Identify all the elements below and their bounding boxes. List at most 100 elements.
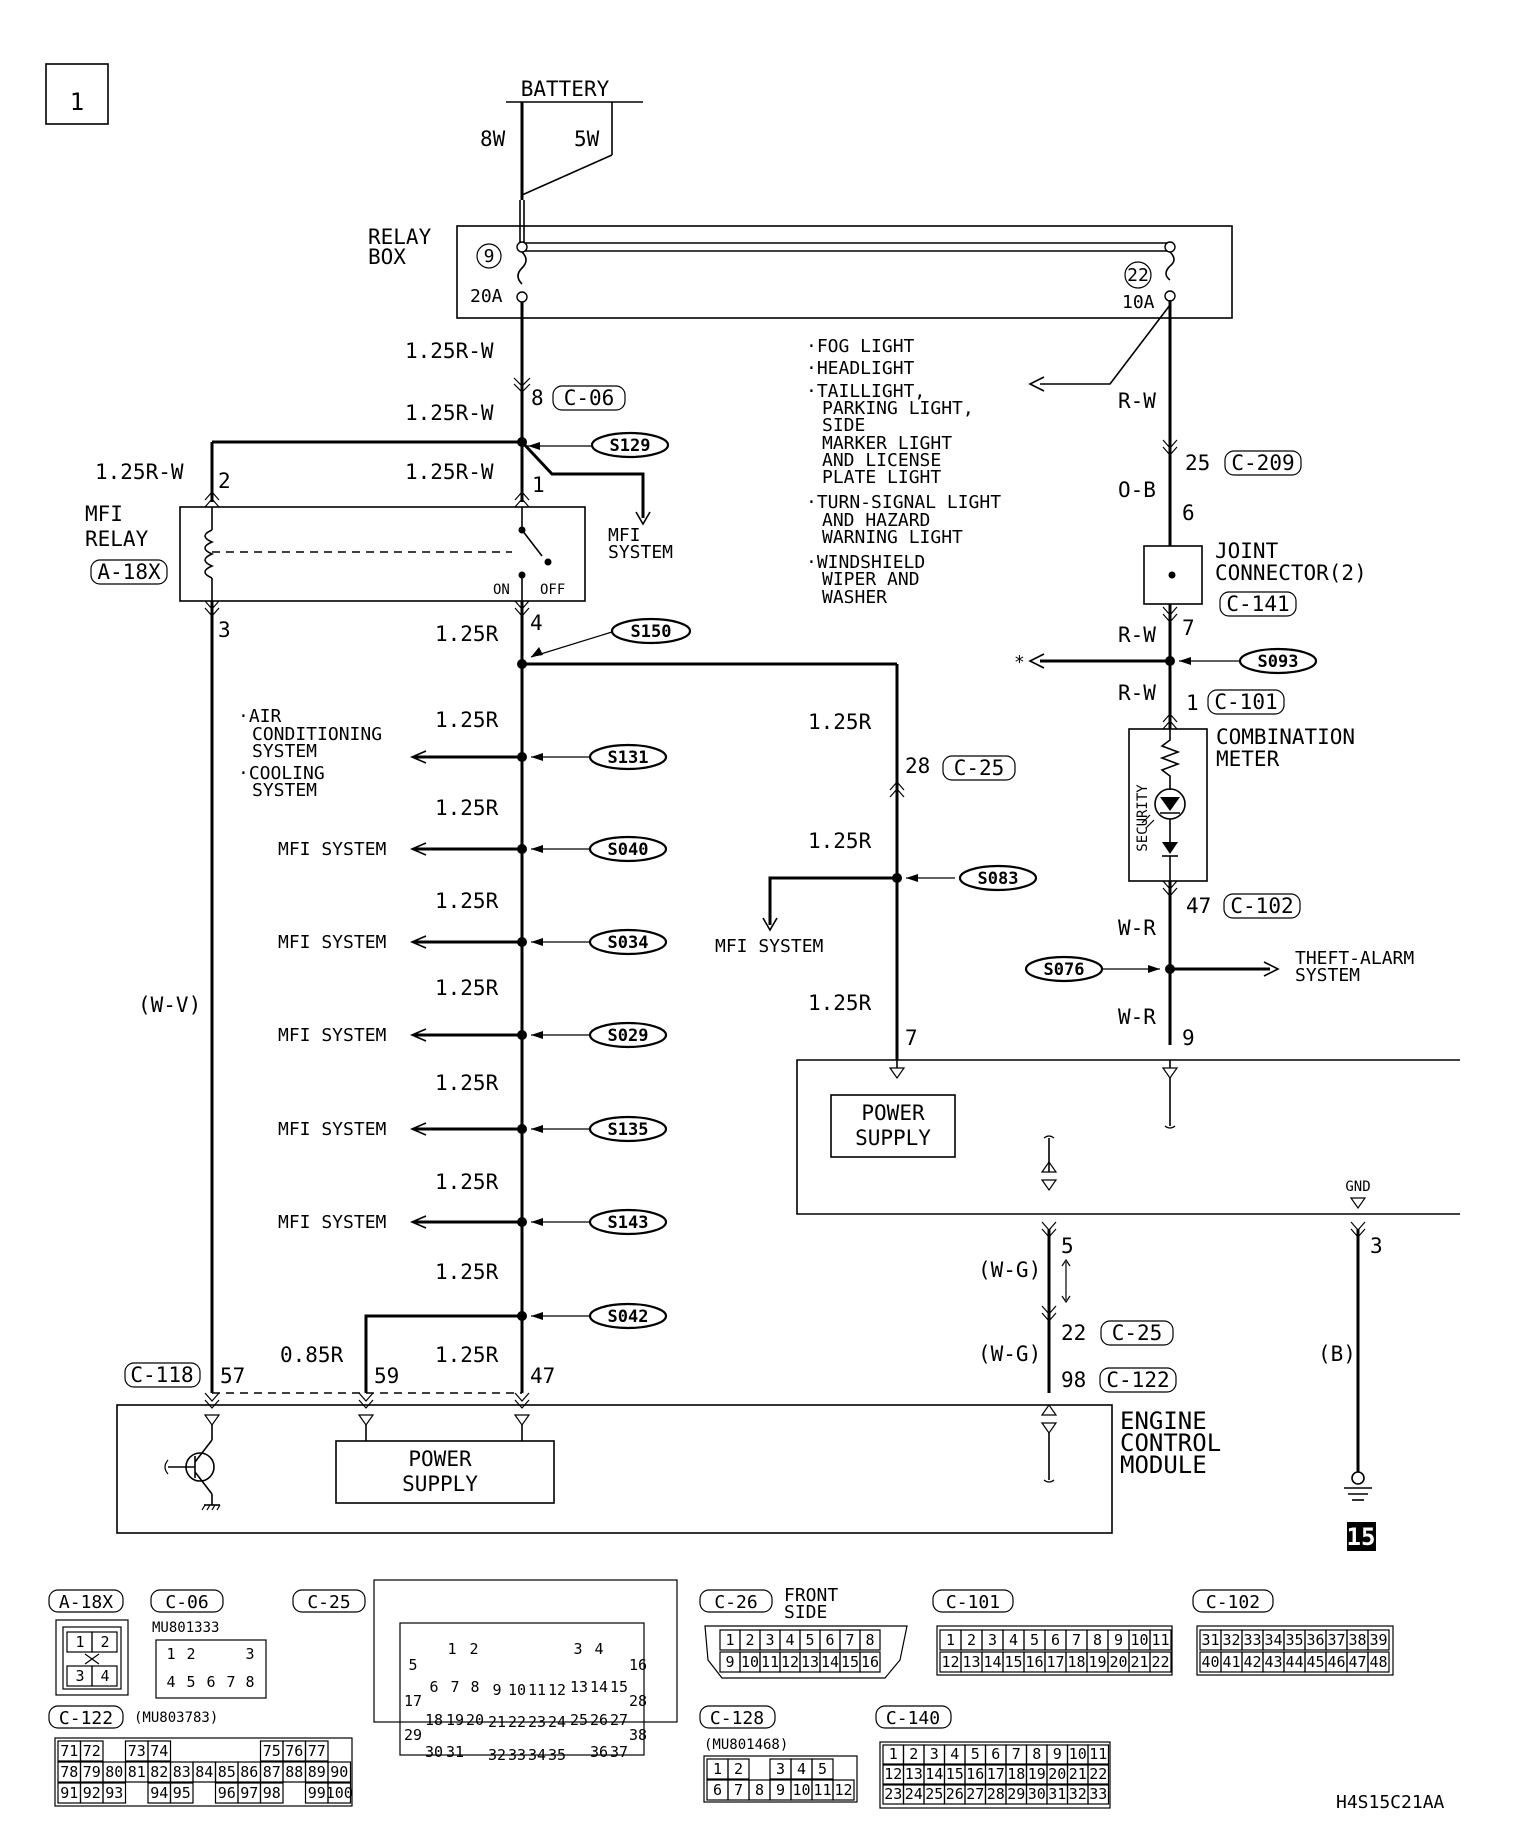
wire-label-2: 1.25R-W xyxy=(405,401,494,425)
c140-pin-33: 33 xyxy=(1089,1785,1107,1803)
c25-pin-2: 2 xyxy=(469,1640,478,1658)
c26-pin-13: 13 xyxy=(801,1653,819,1671)
c26-note-2: SIDE xyxy=(784,1602,827,1623)
c101-pin-22: 22 xyxy=(1151,1653,1169,1671)
c101-title: C-101 xyxy=(946,1592,1000,1613)
c102-pin-44: 44 xyxy=(1285,1653,1303,1671)
c140-pin-3: 3 xyxy=(930,1745,939,1763)
c101-pin-5: 5 xyxy=(1030,1631,1039,1649)
pin-6: 6 xyxy=(1182,501,1195,525)
splice-s040-label: S040 xyxy=(608,840,649,860)
c128-pin-3: 3 xyxy=(776,1760,785,1778)
fuse22-load-10: WARNING LIGHT xyxy=(822,527,963,548)
c102-pin-38: 38 xyxy=(1348,1631,1366,1649)
c140-pin-23: 23 xyxy=(884,1785,902,1803)
branch-s143: 1.25R S143 MFI SYSTEM xyxy=(278,1170,668,1236)
c102-pin-31: 31 xyxy=(1201,1631,1219,1649)
splice-s143-label: S143 xyxy=(608,1213,649,1233)
pin-7: 7 xyxy=(1182,616,1195,640)
c26-pin-8: 8 xyxy=(865,1631,874,1649)
c128-pin-4: 4 xyxy=(797,1760,806,1778)
ecm-supply-label-2: SUPPLY xyxy=(402,1472,478,1496)
c140-pin-cell xyxy=(1087,1784,1110,1805)
wire-label-rw2: R-W xyxy=(1118,623,1156,647)
c25-pin-33: 33 xyxy=(508,1746,526,1764)
c25-pin-18: 18 xyxy=(425,1711,443,1729)
fuse-22-rating: 10A xyxy=(1122,292,1155,313)
c101-pin-10: 10 xyxy=(1130,1631,1148,1649)
fuse22-load-0: ·FOG LIGHT xyxy=(806,336,915,357)
c122-pin-72: 72 xyxy=(83,1742,101,1760)
c25-pin-12: 12 xyxy=(548,1681,566,1699)
wire-label-wv: (W-V) xyxy=(138,993,201,1017)
c102-pin-42: 42 xyxy=(1243,1653,1261,1671)
c25-pin-8: 8 xyxy=(470,1678,479,1696)
c25-pin-7: 7 xyxy=(450,1678,459,1696)
c140-pin-20: 20 xyxy=(1048,1765,1066,1783)
wire-label-b: (B) xyxy=(1318,1342,1356,1366)
pin-1b: 1 xyxy=(1186,691,1199,715)
c140-pin-21: 21 xyxy=(1069,1765,1087,1783)
c26-pin-2: 2 xyxy=(745,1631,754,1649)
pin-2: 2 xyxy=(218,469,231,493)
splice-s129-label: S129 xyxy=(610,436,651,456)
wire-5w: 5W xyxy=(574,127,600,151)
c101-pin-1: 1 xyxy=(946,1631,955,1649)
a18x-pin-1: 1 xyxy=(75,1633,84,1651)
c101-pin-15: 15 xyxy=(1004,1653,1022,1671)
c102-pin-36: 36 xyxy=(1306,1631,1324,1649)
wire-label-wr1: W-R xyxy=(1118,916,1156,940)
pin-28: 28 xyxy=(905,754,930,778)
c128-pin-2: 2 xyxy=(734,1760,743,1778)
load-cooling-2: SYSTEM xyxy=(252,780,317,801)
c122-pin-77: 77 xyxy=(308,1742,326,1760)
wire-label-d: 1.25R xyxy=(435,976,499,1000)
load-mfi-1: MFI SYSTEM xyxy=(278,839,387,860)
c102-pin-43: 43 xyxy=(1264,1653,1282,1671)
c26-pin-cell xyxy=(859,1651,881,1673)
c122-pin-89: 89 xyxy=(308,1763,326,1781)
c140-pin-cell xyxy=(1087,1744,1110,1765)
c25-pin-10: 10 xyxy=(508,1681,526,1699)
c25-pin-13: 13 xyxy=(570,1678,588,1696)
fuse-22-number: 22 xyxy=(1127,265,1149,286)
pin-25: 25 xyxy=(1185,451,1210,475)
battery-label: BATTERY xyxy=(521,77,610,101)
c26-pin-cell xyxy=(859,1629,881,1651)
c140-pin-28: 28 xyxy=(987,1785,1005,1803)
c25-pin-34: 34 xyxy=(528,1746,546,1764)
ground-wire: 3 (B) 15 xyxy=(1318,1221,1383,1551)
c25-title: C-25 xyxy=(307,1592,350,1613)
c26-pin-15: 15 xyxy=(841,1653,859,1671)
connector-c102-ref: C-102 xyxy=(1230,894,1293,918)
load-mfi-4: MFI SYSTEM xyxy=(278,1119,387,1140)
splice-s135-label: S135 xyxy=(608,1120,649,1140)
c06-pin-6: 6 xyxy=(206,1673,215,1691)
connector-a18x: A-18X 1 2 3 4 xyxy=(48,1589,129,1696)
c26-pin-4: 4 xyxy=(785,1631,794,1649)
wire-label-wg1: (W-G) xyxy=(978,1258,1041,1282)
c25-pin-22: 22 xyxy=(508,1713,526,1731)
c128-pin-5: 5 xyxy=(818,1760,827,1778)
c128-pin-1: 1 xyxy=(713,1760,722,1778)
c140-pin-2: 2 xyxy=(909,1745,918,1763)
c122-part: (MU803783) xyxy=(134,1710,218,1726)
mfi-relay: MFI RELAY A-18X ON OFF 3 4 xyxy=(85,491,586,642)
mfi-relay-label-2: RELAY xyxy=(85,527,149,551)
c140-pin-15: 15 xyxy=(946,1765,964,1783)
splice-s083-label: S083 xyxy=(978,869,1019,889)
wire-label-085: 0.85R xyxy=(280,1343,344,1367)
c122-pin-96: 96 xyxy=(218,1784,236,1802)
load-air-2: CONDITIONING xyxy=(252,724,382,745)
c140-pin-6: 6 xyxy=(991,1745,1000,1763)
c26-title: C-26 xyxy=(714,1592,757,1613)
wire-label-right-3: 1.25R xyxy=(808,991,872,1015)
relay-box: RELAY BOX 9 20A 22 10A xyxy=(368,200,1233,319)
c26-pin-12: 12 xyxy=(781,1653,799,1671)
c25-pin-15: 15 xyxy=(610,1678,628,1696)
c102-pin-34: 34 xyxy=(1264,1631,1282,1649)
connector-c101-ref: C-101 xyxy=(1214,690,1277,714)
pin-7b: 7 xyxy=(905,1026,918,1050)
